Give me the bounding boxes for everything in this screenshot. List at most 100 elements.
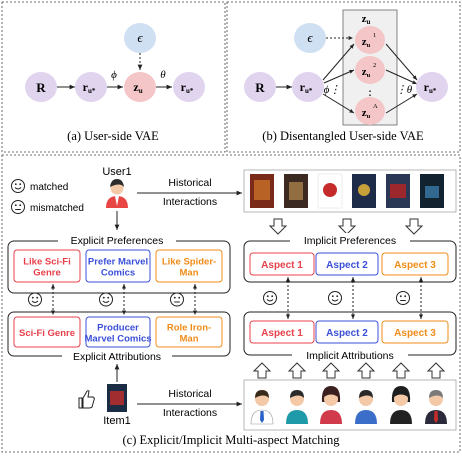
svg-text:ru*: ru* [181,80,194,95]
node-z1-sup: 1 [373,32,376,39]
explicit-attr-box-2-line-2: Marvel Comics [84,334,151,345]
user-avatar-icon: User1 [102,166,132,208]
implicit-face-1-happy-icon [263,291,277,305]
thumbs-up-icon [78,390,95,409]
node-zA-sup: A [373,103,378,110]
implicit-pref-box-1-label: Aspect 1 [261,260,303,271]
implicit-attr-box-2-label: Aspect 2 [326,328,368,339]
panel-c-caption: (c) Explicit/Implicit Multi-aspect Match… [123,433,341,447]
explicit-attr-box-3 [155,316,223,348]
users-strip [243,379,457,431]
legend-mismatched: mismatched [30,203,84,214]
node-zA-sub: u [367,113,371,120]
node-ru [75,72,107,102]
item-label: Item1 [103,415,131,427]
b-node-ru-label: r [300,80,306,94]
legend-happy-icon [11,179,25,193]
implicit-face-3-neutral-icon [396,291,410,305]
user-label: User1 [102,166,131,178]
user-avatar-2-icon [286,390,308,424]
b-node-out-label: r [424,80,430,94]
user-avatar-6-icon [425,390,447,424]
explicit-attr-box-2 [85,316,151,348]
node-zA-label: z [362,107,367,119]
svg-text:ru*: ru* [83,80,96,95]
explicit-attributions-title: Explicit Attributions [73,351,161,363]
svg-text:zu: zu [133,80,142,95]
user-avatar-4-icon [355,390,377,424]
node-z1 [355,26,385,54]
user-faces [250,386,447,425]
b-theta-label: θ [407,84,413,96]
explicit-attr-box-1-line-1: Sci-Fi Genre [19,328,75,339]
explicit-preferences-title: Explicit Preferences [71,235,164,247]
latent-box-sub: u [366,18,370,26]
implicit-face-2-happy-icon [328,291,342,305]
hollow-up-arrow-6-icon [426,362,446,379]
panel-a: R ru* zu ru* ϵ ϕ θ (a) User-side VAE [1,1,226,153]
node-eps [124,23,156,53]
legend-matched: matched [30,182,68,193]
implicit-attr-box-3 [381,320,449,344]
phi-label: ϕ [111,69,117,81]
node-out [173,72,205,102]
node-z2-sub: u [367,72,371,79]
hollow-up-arrow-5-icon [391,362,411,379]
implicit-prefs-boxes: Aspect 1 Aspect 2 Aspect 3 [249,252,449,276]
node-out-sub: u* [186,87,194,95]
svg-text:zu: zu [362,107,371,120]
node-zu-label: z [133,80,139,94]
b-arrow-zA-to-out [385,93,418,114]
latent-box-label: z [362,13,367,25]
node-z2-sup: 2 [373,62,376,69]
b-node-out-sub: u* [429,87,437,95]
node-z2 [355,56,385,84]
implicit-attributions-title: Implicit Attributions [306,350,394,362]
panel-a-caption: (a) User-side VAE [67,129,159,143]
node-zu-sub: u [139,87,143,95]
svg-text:ru*: ru* [424,80,437,95]
hist-top-line2: Interactions [163,196,217,208]
explicit-pref-box-3-line-1: Like Spider- [162,257,216,268]
implicit-pref-box-2-label: Aspect 2 [326,260,368,271]
b-arrow-z2-to-out [385,69,418,85]
implicit-attr-box-3-label: Aspect 3 [394,328,436,339]
b-arrow-to-z1 [322,43,355,81]
b-arrow-z1-to-out [385,43,418,81]
user-avatar-1-icon [250,390,274,425]
svg-text:ϕ⋮: ϕ⋮ [324,84,341,96]
explicit-face-2-happy-icon [99,292,113,307]
b-node-eps-label: ϵ [307,30,313,45]
implicit-pref-box-1 [249,252,315,276]
b-phi-label: ϕ [324,84,330,96]
panel-b-caption: (b) Disentangled User-side VAE [262,129,424,143]
b-node-r-label: R [255,80,265,95]
user-avatar-3-icon [320,386,342,424]
explicit-pref-box-3 [155,249,223,283]
explicit-attr-box-1 [13,316,81,348]
node-zA [355,97,385,125]
svg-text:⋮θ: ⋮θ [396,84,413,96]
node-eps-label: ϵ [137,30,143,45]
implicit-attr-box-1 [249,320,315,344]
hist-top-line1: Historical [168,177,211,189]
explicit-match-links [28,284,197,315]
node-r-label: R [36,80,46,95]
node-z1-sub: u [367,42,371,49]
node-out-label: r [181,80,187,94]
svg-text:zu: zu [362,13,371,26]
explicit-pref-box-1 [13,249,81,283]
explicit-attr-box-2-line-1: Producer [97,323,139,334]
svg-text:ru*: ru* [300,80,313,95]
implicit-preferences-title: Implicit Preferences [304,235,396,247]
implicit-pref-box-3-label: Aspect 3 [394,260,436,271]
node-z2-label: z [362,66,367,78]
b-node-ru-sub: u* [305,87,313,95]
hollow-up-arrows [252,362,446,379]
hist-bottom-line1: Historical [168,388,211,400]
theta-label: θ [160,69,166,81]
implicit-attr-box-2 [315,320,379,344]
explicit-pref-box-1-line-1: Like Sci-Fi [23,257,71,268]
